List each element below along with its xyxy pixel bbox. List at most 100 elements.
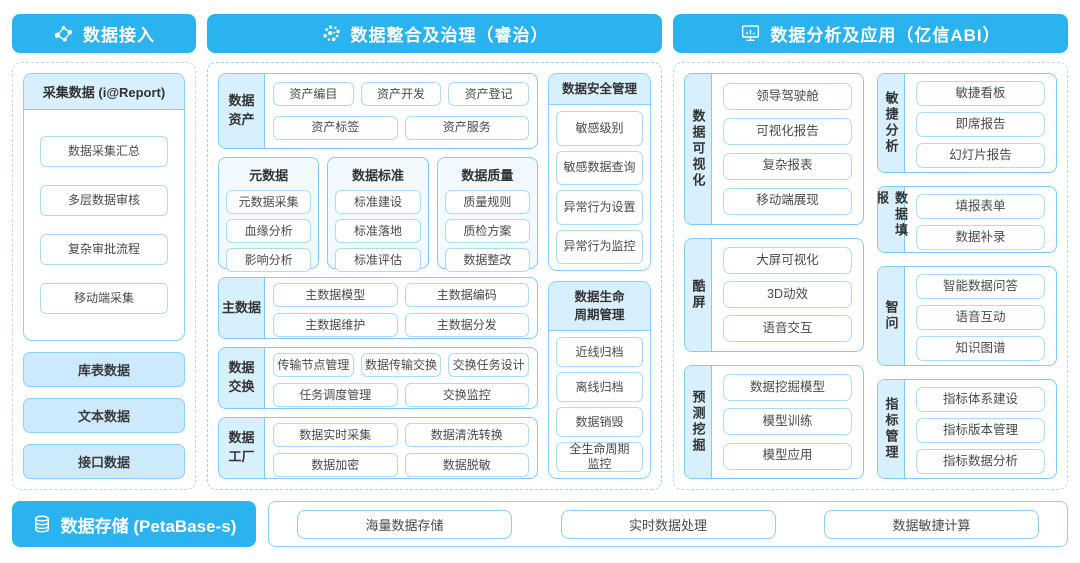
diagram-item: 数据脱敏 [404, 453, 529, 477]
diagram-item: 数据清洗转换 [404, 423, 529, 447]
diagram-item: 数据实时采集 [273, 423, 398, 447]
storage-panel: 海量数据存储 实时数据处理 数据敏捷计算 [268, 501, 1068, 547]
diagram-item: 知识图谱 [916, 336, 1045, 362]
database-icon [34, 515, 49, 533]
diagram-item: 敏捷看板 [916, 81, 1045, 106]
diagram-item: 指标体系建设 [916, 387, 1045, 413]
data-access-title: 数据接入 [83, 26, 155, 45]
prediction-label: 预测挖掘 [685, 365, 712, 478]
diagram-item: 3D动效 [723, 281, 852, 309]
data-quality-group: 数据质量 质量规则 质检方案 数据整改 [436, 157, 538, 272]
diagram-item: 语音交互 [723, 315, 852, 343]
diagram-item: 离线归档 [556, 372, 643, 403]
diagram-item: 全生命周期 监控 [556, 442, 643, 472]
smart-ask-label: 智问 [878, 267, 905, 366]
diagram-item: 即席报告 [916, 112, 1045, 137]
smart-ask-group: 智问 智能数据问答 语音互动 知识图谱 [877, 266, 1057, 367]
data-factory-label: 数据 工厂 [219, 418, 265, 478]
storage-section: 数据存储 (PetaBase-s) 海量数据存储 实时数据处理 数据敏捷计算 [12, 501, 1068, 547]
diagram-item: 标准建设 [335, 190, 421, 214]
data-asset-label: 数据 资产 [219, 74, 265, 148]
data-security-group: 数据安全管理 敏感级别 敏感数据查询 异常行为设置 异常行为监控 [548, 73, 651, 271]
diagram-item: 资产登记 [448, 82, 530, 107]
diagram-item: 异常行为监控 [556, 229, 643, 264]
coolscreen-group: 酷屏 大屏可视化 3D动效 语音交互 [684, 237, 864, 352]
ireport-items: 数据采集汇总 多层数据审核 复杂审批流程 移动端采集 [24, 110, 184, 340]
agile-analysis-group: 敏捷分析 敏捷看板 即席报告 幻灯片报告 [877, 73, 1057, 173]
diagram-item: 领导驾驶舱 [723, 82, 852, 110]
diagram-item: 移动端展现 [723, 187, 852, 215]
indicator-label: 指标管理 [878, 380, 905, 478]
diagram-item: 数据挖掘模型 [723, 374, 852, 402]
storage-title: 数据存储 (PetaBase-s) [60, 516, 237, 536]
data-filling-group: 数据填报 填报表单 数据补录 [877, 185, 1057, 254]
column-analysis: 数据分析及应用（亿信ABI） 数据可视化 领导驾驶舱 可视化报告 复杂报表 移动… [673, 14, 1068, 490]
diagram-item: 模型应用 [723, 442, 852, 470]
diagram-item: 复杂审批流程 [40, 234, 168, 265]
diagram-item: 标准评估 [335, 248, 421, 272]
indicator-group: 指标管理 指标体系建设 指标版本管理 指标数据分析 [877, 379, 1057, 479]
diagram-item: 交换监控 [404, 383, 529, 407]
diagram-item: 血缘分析 [226, 219, 312, 243]
data-exchange-group: 数据 交换 传输节点管理 数据传输交换 交换任务设计 任务调度管理 交换监控 [218, 347, 538, 409]
diagram-item: 资产服务 [404, 115, 529, 140]
source-api-data: 接口数据 [23, 444, 185, 479]
diagram-item: 数据销毁 [556, 407, 643, 438]
data-access-panel: 采集数据 (i@Report) 数据采集汇总 多层数据审核 复杂审批流程 移动端… [12, 62, 196, 490]
diagram-item: 主数据分发 [404, 313, 529, 337]
source-text-data: 文本数据 [23, 398, 185, 433]
diagram-item: 敏感级别 [556, 111, 643, 146]
data-asset-group: 数据 资产 资产编目 资产开发 资产登记 资产标签 资产服务 [218, 73, 538, 149]
diagram-item: 指标版本管理 [916, 418, 1045, 444]
diagram-item: 标准落地 [335, 219, 421, 243]
diagram-item: 模型训练 [723, 408, 852, 436]
diagram-item: 大屏可视化 [723, 246, 852, 274]
diagram-item: 传输节点管理 [273, 353, 354, 377]
coolscreen-label: 酷屏 [685, 238, 712, 351]
diagram-item: 语音互动 [916, 305, 1045, 331]
diagram-item: 元数据采集 [226, 190, 312, 214]
data-quality-title: 数据质量 [461, 168, 514, 183]
diagram-item: 数据加密 [273, 453, 398, 477]
data-standard-title: 数据标准 [351, 168, 404, 183]
source-table-data: 库表数据 [23, 352, 185, 387]
diagram-item: 数据传输交换 [360, 353, 442, 377]
ireport-box: 采集数据 (i@Report) 数据采集汇总 多层数据审核 复杂审批流程 移动端… [23, 73, 185, 341]
data-lifecycle-group: 数据生命 周期管理 近线归档 离线归档 数据销毁 全生命周期 监控 [548, 281, 651, 479]
top-section: 数据接入 采集数据 (i@Report) 数据采集汇总 多层数据审核 复杂审批流… [12, 14, 1068, 490]
diagram-item: 质检方案 [444, 219, 530, 243]
metadata-title: 元数据 [249, 168, 289, 183]
analysis-title: 数据分析及应用（亿信ABI） [770, 26, 1001, 45]
diagram-item: 幻灯片报告 [916, 143, 1045, 168]
agile-analysis-label: 敏捷分析 [878, 74, 905, 172]
diagram-item: 异常行为设置 [556, 190, 643, 225]
diagram-item: 数据整改 [444, 248, 530, 272]
data-filling-label: 数据填报 [878, 186, 908, 253]
diagram-item: 质量规则 [444, 190, 530, 214]
master-data-label: 主数据 [219, 278, 265, 338]
diagram-item: 数据采集汇总 [40, 136, 168, 167]
diagram-item: 资产编目 [273, 82, 354, 107]
monitor-chart-icon [742, 25, 760, 42]
diagram-item: 多层数据审核 [40, 185, 168, 216]
governance-panel: 数据 资产 资产编目 资产开发 资产登记 资产标签 资产服务 [207, 62, 662, 490]
column-data-access: 数据接入 采集数据 (i@Report) 数据采集汇总 多层数据审核 复杂审批流… [12, 14, 196, 490]
diagram-item: 交换任务设计 [448, 353, 530, 377]
diagram-item: 资产标签 [273, 115, 398, 140]
network-nodes-icon [54, 25, 73, 42]
diagram-item: 复杂报表 [723, 152, 852, 180]
governance-title: 数据整合及治理（睿治） [350, 26, 549, 45]
diagram-item: 可视化报告 [723, 117, 852, 145]
diagram-item: 智能数据问答 [916, 274, 1045, 300]
ireport-title: 采集数据 (i@Report) [24, 74, 184, 110]
diagram-item: 移动端采集 [40, 283, 168, 314]
data-lifecycle-title: 数据生命 周期管理 [549, 282, 650, 332]
storage-header: 数据存储 (PetaBase-s) [12, 501, 256, 547]
diagram-item: 实时数据处理 [560, 509, 776, 539]
metadata-group: 元数据 元数据采集 血缘分析 影响分析 [218, 157, 320, 272]
data-factory-group: 数据 工厂 数据实时采集 数据清洗转换 数据加密 数据脱敏 [218, 417, 538, 479]
diagram-item: 影响分析 [226, 248, 312, 272]
diagram-item: 海量数据存储 [297, 509, 512, 539]
data-security-title: 数据安全管理 [549, 74, 650, 106]
